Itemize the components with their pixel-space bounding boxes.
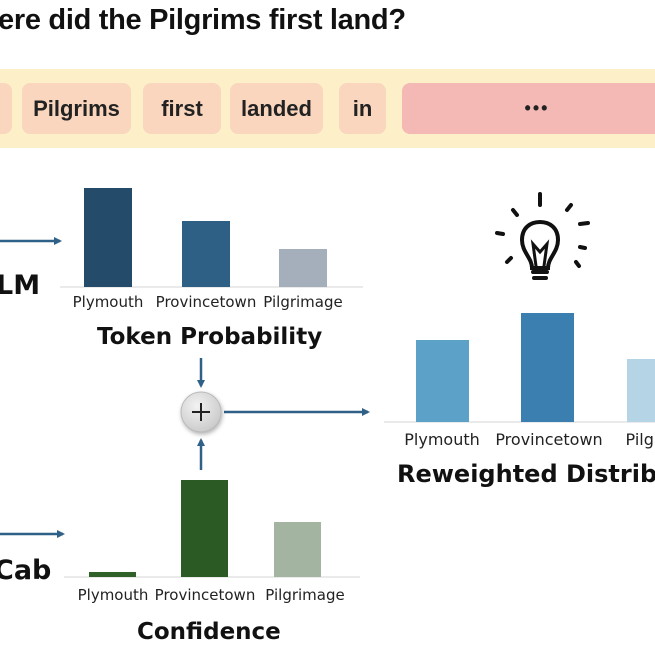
- bar-pilgrimage: [274, 522, 321, 577]
- tick-label: Pilgrimage: [265, 586, 345, 604]
- question-title: ere did the Pilgrims first land?: [0, 4, 406, 36]
- bar-plymouth: [89, 572, 136, 577]
- tick-label: Plymouth: [77, 586, 149, 604]
- tick-label: Provincetown: [155, 293, 257, 311]
- tick-label: Plymouth: [72, 293, 144, 311]
- lightbulb-icon: [495, 192, 590, 280]
- bar-provincetown: [182, 221, 230, 287]
- vocab-label: Cab: [0, 555, 52, 586]
- chart-title-token-probability: Token Probability: [97, 324, 323, 350]
- tick-label: Provincetown: [495, 430, 603, 449]
- tick-label: Provincetown: [154, 586, 256, 604]
- chart-title-confidence: Confidence: [137, 619, 281, 645]
- plus-operator-icon: [180, 391, 222, 433]
- token-chip-ellipsis: •••: [402, 83, 655, 134]
- token-chip: in: [339, 83, 386, 134]
- token-chip: landed: [230, 83, 323, 134]
- bar-plymouth: [416, 340, 469, 422]
- token-sequence: Pilgrims first landed in •••: [0, 69, 655, 148]
- tick-label: Plymouth: [404, 430, 480, 449]
- token-chip: [0, 83, 12, 134]
- bar-plymouth: [84, 188, 132, 287]
- llm-label: LM: [0, 270, 41, 301]
- bar-pilgrimage: [279, 249, 327, 287]
- tick-label: Pilgr: [625, 430, 655, 449]
- bar-pilgr: [627, 359, 655, 422]
- token-chip: Pilgrims: [22, 83, 131, 134]
- tick-label: Pilgrimage: [263, 293, 343, 311]
- chart-title-reweighted: Reweighted Distribut: [397, 460, 655, 488]
- bar-provincetown: [181, 480, 228, 577]
- token-chip: first: [143, 83, 221, 134]
- bar-provincetown: [521, 313, 574, 422]
